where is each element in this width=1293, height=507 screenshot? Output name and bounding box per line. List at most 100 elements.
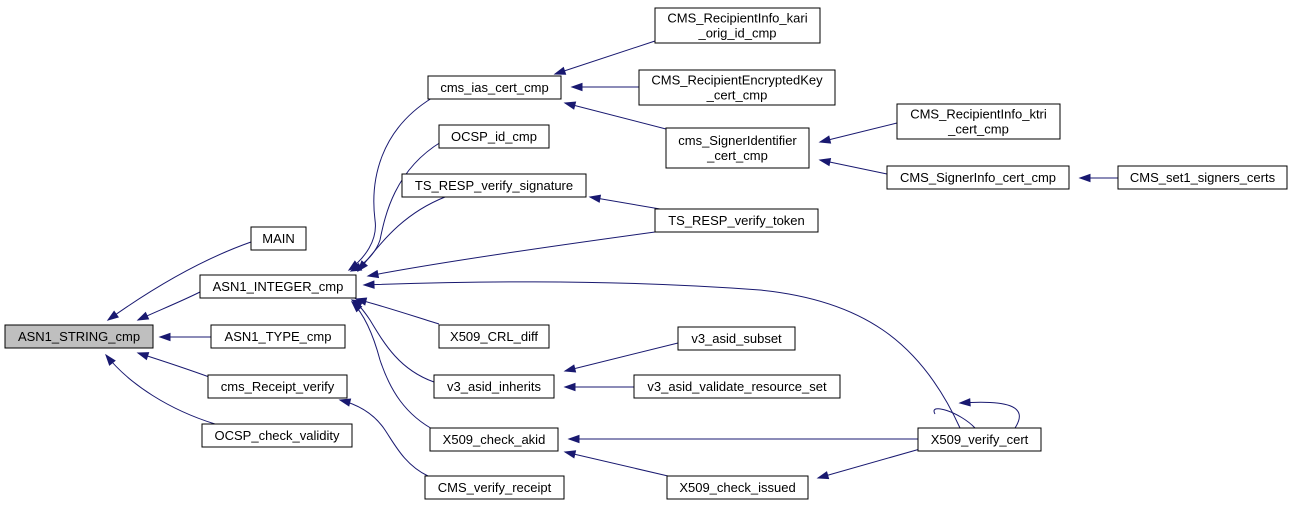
- node-main[interactable]: MAIN: [250, 226, 307, 251]
- arrow-head-icon: [570, 82, 583, 92]
- arrow-head-icon: [105, 353, 116, 366]
- node-label: ASN1_INTEGER_cmp: [213, 279, 344, 294]
- edge-asn1_type_cmp-to-asn1_string_cmp: [158, 332, 211, 342]
- edge-cms_verify_receipt-to-cms_receipt_verify: [338, 398, 429, 477]
- arrow-head-icon: [350, 300, 363, 313]
- arrow-head-icon: [816, 471, 830, 480]
- node-label: OCSP_id_cmp: [451, 129, 537, 144]
- edge-x509_check_akid-to-asn1_integer_cmp: [350, 300, 437, 432]
- edge-cms_recipientinfo_kari_orig_id_cmp-to-cms_ias_cert_cmp: [553, 40, 656, 75]
- node-v3-asid-inherits[interactable]: v3_asid_inherits: [433, 374, 555, 399]
- node-label: ASN1_TYPE_cmp: [225, 329, 332, 344]
- arrow-head-icon: [553, 66, 567, 75]
- node-cms-recipientinfo-kari-orig-id-cmp[interactable]: CMS_RecipientInfo_kari_orig_id_cmp: [654, 7, 821, 44]
- node-label: cms_SignerIdentifier: [678, 133, 797, 148]
- edge-main-to-asn1_string_cmp: [106, 241, 252, 321]
- arrow-head-icon: [158, 332, 171, 342]
- node-label: ASN1_STRING_cmp: [18, 329, 140, 344]
- edge-cms_recipientencryptedkey_cert_cmp-to-cms_ias_cert_cmp: [570, 82, 639, 92]
- node-asn1-integer-cmp[interactable]: ASN1_INTEGER_cmp: [199, 274, 357, 299]
- edge-ts_resp_verify_signature-to-asn1_integer_cmp: [357, 196, 446, 273]
- node-asn1-type-cmp[interactable]: ASN1_TYPE_cmp: [210, 324, 346, 349]
- node-label: CMS_SignerInfo_cert_cmp: [900, 170, 1056, 185]
- arrow-head-icon: [563, 382, 576, 392]
- arrow-head-icon: [1078, 173, 1091, 183]
- edge-cms_signeridentifier_cert_cmp-to-cms_ias_cert_cmp: [563, 101, 667, 130]
- node-cms-verify-receipt[interactable]: CMS_verify_receipt: [424, 475, 565, 500]
- node-cms-signeridentifier-cert-cmp[interactable]: cms_SignerIdentifier_cert_cmp: [665, 127, 810, 169]
- node-label: _cert_cmp: [947, 122, 1009, 137]
- edge-cms_receipt_verify-to-asn1_string_cmp: [136, 352, 213, 379]
- node-v3-asid-subset[interactable]: v3_asid_subset: [677, 326, 796, 351]
- node-ts-resp-verify-token[interactable]: TS_RESP_verify_token: [654, 208, 819, 233]
- node-label: TS_RESP_verify_signature: [415, 178, 573, 193]
- node-label: X509_CRL_diff: [450, 329, 538, 344]
- node-x509-crl-diff[interactable]: X509_CRL_diff: [438, 324, 550, 349]
- node-label: X509_verify_cert: [931, 432, 1029, 447]
- node-label: X509_check_akid: [443, 432, 546, 447]
- node-x509-check-akid[interactable]: X509_check_akid: [429, 427, 559, 452]
- edge-asn1_integer_cmp-to-asn1_string_cmp: [136, 291, 201, 321]
- edge-v3_asid_inherits-to-asn1_integer_cmp: [350, 299, 435, 383]
- node-label: cms_Receipt_verify: [221, 379, 335, 394]
- node-x509-verify-cert[interactable]: X509_verify_cert: [917, 427, 1042, 452]
- graph-edges: [105, 40, 1118, 480]
- node-label: CMS_verify_receipt: [438, 480, 552, 495]
- node-ocsp-id-cmp[interactable]: OCSP_id_cmp: [438, 124, 550, 149]
- arrow-head-icon: [567, 434, 580, 444]
- edge-ts_resp_verify_token-to-asn1_integer_cmp: [366, 231, 656, 279]
- graph-nodes: ASN1_STRING_cmp MAIN ASN1_INTEGER_cmpASN1_…: [4, 7, 1288, 500]
- edge-x509_verify_cert-to-x509_check_issued: [816, 448, 921, 480]
- edge-ocsp_check_validity-to-asn1_string_cmp: [105, 353, 216, 425]
- node-label: OCSP_check_validity: [215, 428, 340, 443]
- node-cms-signerinfo-cert-cmp[interactable]: CMS_SignerInfo_cert_cmp: [886, 165, 1070, 190]
- node-label: v3_asid_inherits: [447, 379, 541, 394]
- node-cms-set1-signers-certs[interactable]: CMS_set1_signers_certs: [1117, 165, 1288, 190]
- node-label: CMS_RecipientInfo_ktri: [910, 107, 1047, 122]
- edge-x509_verify_cert-to-asn1_integer_cmp: [362, 280, 961, 429]
- edge-cms_recipientinfo_ktri_cert_cmp-to-cms_signeridentifier_cert_cmp: [818, 122, 898, 144]
- arrow-head-icon: [818, 135, 832, 144]
- node-x509-check-issued[interactable]: X509_check_issued: [666, 475, 809, 500]
- arrow-head-icon: [136, 311, 150, 321]
- node-cms-ias-cert-cmp[interactable]: cms_ias_cert_cmp: [427, 75, 562, 100]
- node-label: _cert_cmp: [706, 148, 768, 163]
- node-label: v3_asid_validate_resource_set: [647, 379, 827, 394]
- node-cms-receipt-verify[interactable]: cms_Receipt_verify: [207, 374, 348, 399]
- node-ts-resp-verify-signature[interactable]: TS_RESP_verify_signature: [401, 173, 587, 198]
- edge-ocsp_id_cmp-to-asn1_integer_cmp: [349, 141, 442, 272]
- arrow-head-icon: [818, 158, 832, 167]
- node-label: X509_check_issued: [679, 480, 795, 495]
- arrow-head-icon: [357, 260, 368, 273]
- edge-x509_check_issued-to-x509_check_akid: [563, 450, 669, 477]
- arrow-head-icon: [563, 364, 577, 373]
- arrow-head-icon: [563, 101, 577, 110]
- arrow-head-icon: [362, 280, 375, 289]
- node-asn1-string-cmp[interactable]: ASN1_STRING_cmp: [4, 324, 154, 349]
- edge-v3_asid_subset-to-v3_asid_inherits: [563, 342, 679, 373]
- node-label: _orig_id_cmp: [697, 26, 776, 41]
- node-ocsp-check-validity[interactable]: OCSP_check_validity: [201, 423, 353, 448]
- edge-v3_asid_validate_resource_set-to-v3_asid_inherits: [563, 382, 634, 392]
- arrow-head-icon: [588, 194, 602, 203]
- node-cms-recipientinfo-ktri-cert-cmp[interactable]: CMS_RecipientInfo_ktri_cert_cmp: [896, 103, 1061, 140]
- node-v3-asid-validate-resource-set[interactable]: v3_asid_validate_resource_set: [633, 374, 841, 399]
- edge-x509_verify_cert-to-x509_verify_cert: [933, 398, 1020, 429]
- edge-ts_resp_verify_token-to-ts_resp_verify_signature: [588, 194, 661, 210]
- edge-x509_crl_diff-to-asn1_integer_cmp: [354, 297, 440, 325]
- node-label: v3_asid_subset: [691, 331, 782, 346]
- arrow-head-icon: [106, 310, 119, 321]
- arrow-head-icon: [136, 352, 150, 361]
- node-label: CMS_set1_signers_certs: [1130, 170, 1276, 185]
- arrow-head-icon: [563, 450, 577, 459]
- edge-cms_set1_signers_certs-to-cms_signerinfo_cert_cmp: [1078, 173, 1118, 183]
- edge-x509_verify_cert-to-x509_check_akid: [567, 434, 918, 444]
- node-cms-recipientencryptedkey-cert-cmp[interactable]: CMS_RecipientEncryptedKey_cert_cmp: [638, 69, 836, 106]
- edge-cms_signerinfo_cert_cmp-to-cms_signeridentifier_cert_cmp: [818, 158, 888, 175]
- arrow-head-icon: [958, 398, 971, 407]
- node-label: TS_RESP_verify_token: [668, 213, 805, 228]
- arrow-head-icon: [338, 398, 352, 407]
- node-label: _cert_cmp: [706, 88, 768, 103]
- arrow-head-icon: [366, 269, 380, 279]
